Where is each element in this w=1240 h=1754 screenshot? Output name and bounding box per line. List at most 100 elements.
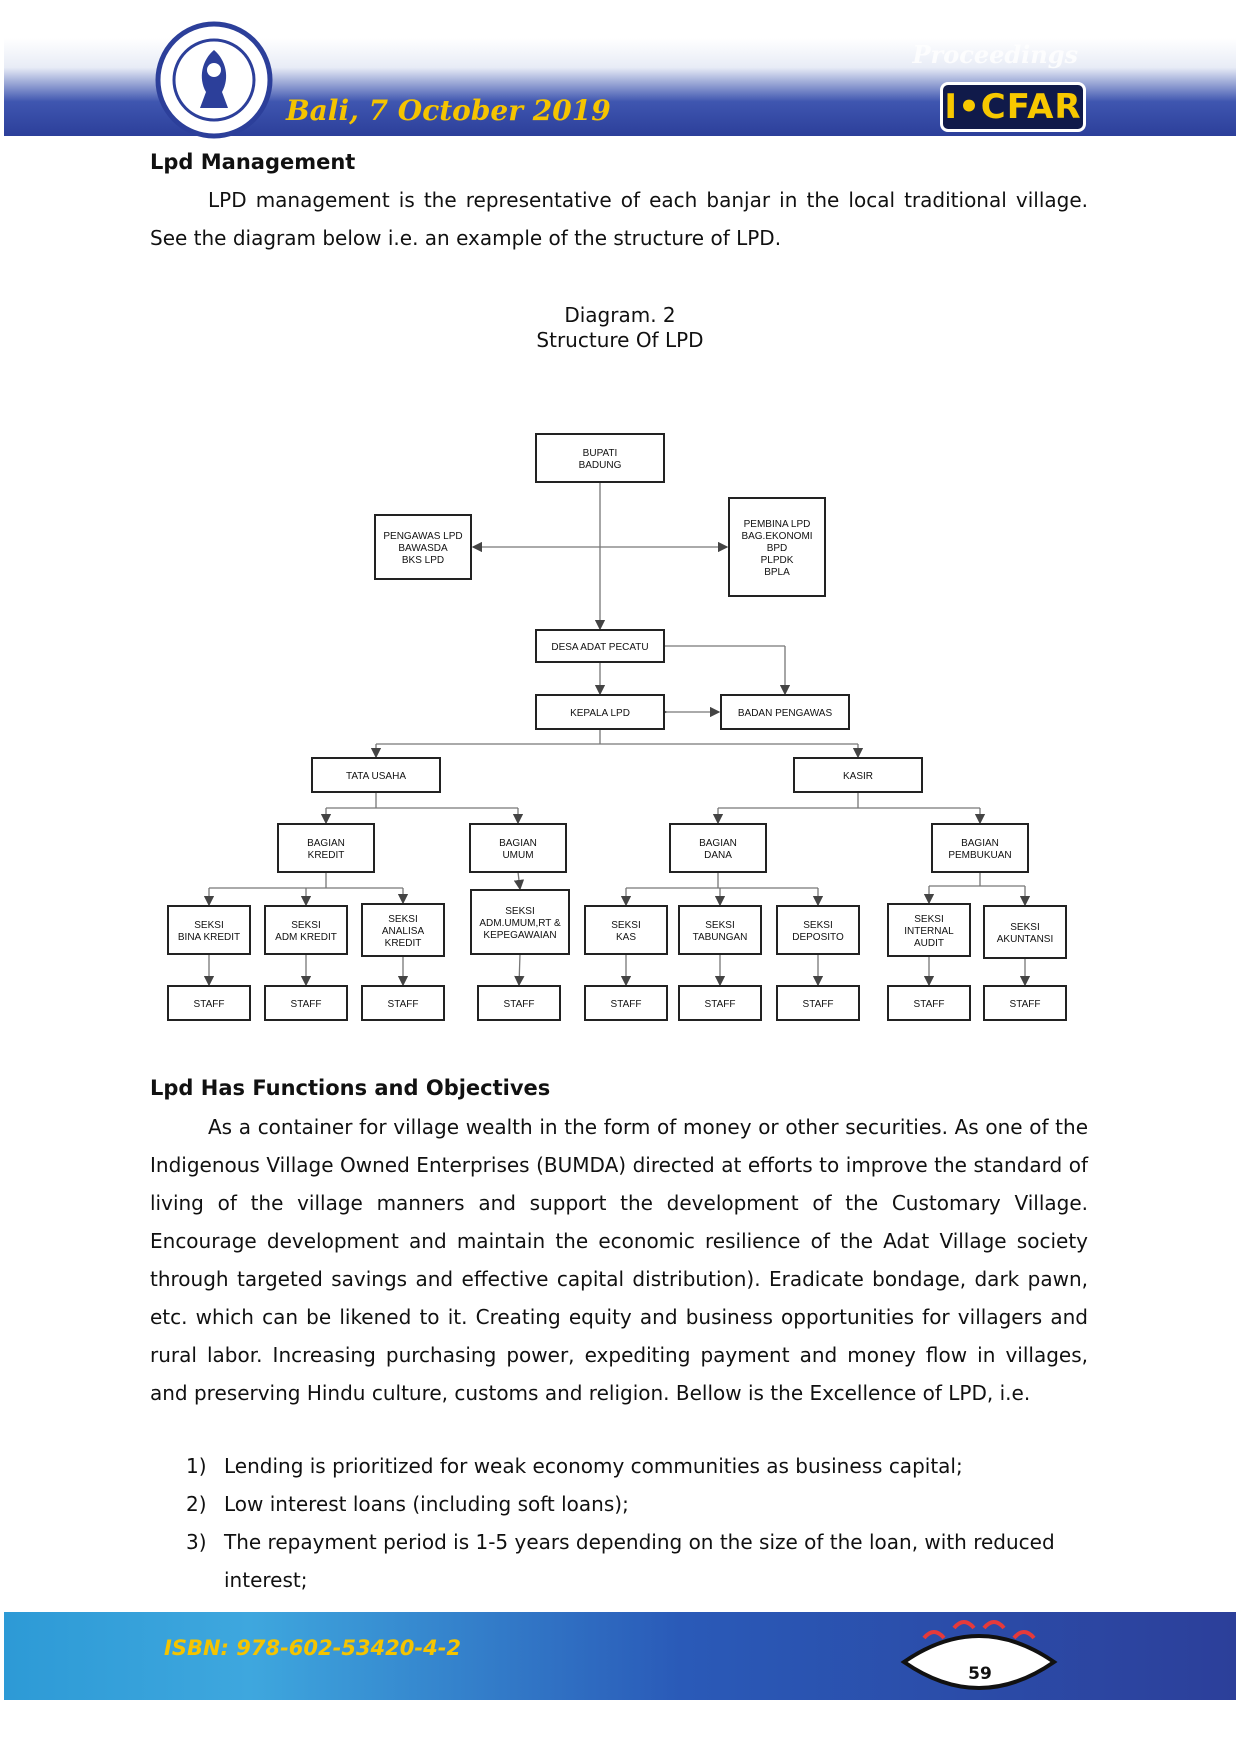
section-heading-lpd-management: Lpd Management — [150, 150, 356, 174]
org-node-box — [264, 905, 348, 955]
org-node-label: BAWASDA — [398, 543, 448, 554]
org-node-label: SEKSI — [291, 920, 320, 931]
list-item: 1)Lending is prioritized for weak econom… — [186, 1454, 963, 1478]
org-node-box — [678, 905, 762, 955]
org-node-badan: BADAN PENGAWAS — [720, 694, 850, 730]
org-node-label: BAGIAN — [307, 838, 345, 849]
list-item: 2)Low interest loans (including soft loa… — [186, 1492, 629, 1516]
page-footer: ISBN: 978-602-53420-4-2 59 — [4, 1612, 1236, 1700]
org-node-box — [983, 985, 1067, 1021]
proceedings-label: Proceedings — [912, 40, 1079, 69]
org-node-staff-7: STAFF — [776, 985, 860, 1021]
org-node-label: STAFF — [291, 999, 322, 1010]
org-node-box — [535, 694, 665, 730]
org-node-box — [469, 823, 567, 873]
org-node-label: BPD — [767, 543, 788, 554]
org-node-box — [477, 985, 561, 1021]
org-node-label: UMUM — [502, 850, 533, 861]
org-node-label: BUPATI — [583, 448, 618, 459]
org-node-label: BADUNG — [579, 460, 622, 471]
org-node-label: BAGIAN — [961, 838, 999, 849]
org-node-label: DANA — [704, 850, 732, 861]
org-node-label: BAGIAN — [699, 838, 737, 849]
org-node-box — [728, 497, 826, 597]
org-node-box — [584, 985, 668, 1021]
org-node-box — [361, 903, 445, 957]
org-node-label: STAFF — [914, 999, 945, 1010]
org-node-box — [887, 903, 971, 957]
org-node-box — [167, 905, 251, 955]
org-node-label: ANALISA — [382, 926, 425, 937]
org-node-label: SEKSI — [803, 920, 832, 931]
section-heading-functions: Lpd Has Functions and Objectives — [150, 1076, 551, 1100]
org-node-label: BKS LPD — [402, 555, 444, 566]
org-node-box — [678, 985, 762, 1021]
org-node-label: SEKSI — [505, 906, 534, 917]
org-node-label: SEKSI — [1010, 922, 1039, 933]
org-node-box — [776, 905, 860, 955]
org-node-staff-8: STAFF — [887, 985, 971, 1021]
org-node-label: BADAN PENGAWAS — [738, 708, 833, 719]
org-node-label: KREDIT — [385, 938, 422, 949]
connector-line — [514, 953, 525, 987]
org-node-label: STAFF — [504, 999, 535, 1010]
section1-paragraph: LPD management is the representative of … — [150, 188, 1088, 250]
org-node-box — [535, 629, 665, 663]
org-node-label: TATA USAHA — [346, 771, 406, 782]
org-node-label: KREDIT — [308, 850, 345, 861]
isbn-label: ISBN: 978-602-53420-4-2 — [164, 1636, 462, 1660]
org-node-staff-3: STAFF — [361, 985, 445, 1021]
org-node-label: BPLA — [764, 567, 790, 578]
org-node-kepala: KEPALA LPD — [535, 694, 665, 730]
org-node-box — [776, 985, 860, 1021]
org-node-label: BAG.EKONOMI — [741, 531, 812, 542]
org-node-label: SEKSI — [194, 920, 223, 931]
org-node-box — [470, 889, 570, 955]
org-node-box — [167, 985, 251, 1021]
org-node-label: AKUNTANSI — [997, 934, 1054, 945]
org-node-staff-4: STAFF — [477, 985, 561, 1021]
org-node-label: ADM.UMUM,RT & — [479, 918, 561, 929]
org-node-label: PENGAWAS LPD — [383, 531, 462, 542]
page-number: 59 — [968, 1664, 992, 1684]
org-node-label: PLPDK — [761, 555, 794, 566]
connector-line — [513, 871, 525, 891]
org-node-box — [311, 757, 441, 793]
org-node-label: PEMBINA LPD — [744, 519, 811, 530]
org-node-label: PEMBUKUAN — [948, 850, 1011, 861]
org-node-label: BAGIAN — [499, 838, 537, 849]
org-node-label: AUDIT — [914, 938, 944, 949]
org-node-label: SEKSI — [388, 914, 417, 925]
page-header: Bali, 7 October 2019 Proceedings I•CFAR — [4, 21, 1236, 139]
org-node-desa: DESA ADAT PECATU — [535, 629, 665, 663]
org-node-tata: TATA USAHA — [311, 757, 441, 793]
org-node-label: SEKSI — [705, 920, 734, 931]
section2-paragraph: As a container for village wealth in the… — [150, 1115, 1088, 1405]
org-node-label: KAS — [616, 932, 636, 943]
org-node-box — [535, 433, 665, 483]
org-node-staff-5: STAFF — [584, 985, 668, 1021]
org-node-label: KASIR — [843, 771, 873, 782]
org-node-box — [374, 514, 472, 580]
org-node-box — [793, 757, 923, 793]
org-node-box — [669, 823, 767, 873]
org-node-staff-2: STAFF — [264, 985, 348, 1021]
org-node-box — [361, 985, 445, 1021]
org-node-label: STAFF — [1010, 999, 1041, 1010]
org-node-staff-9: STAFF — [983, 985, 1067, 1021]
org-node-box — [720, 694, 850, 730]
org-node-box — [887, 985, 971, 1021]
org-node-box — [264, 985, 348, 1021]
eye-badge-icon — [900, 1620, 1058, 1690]
